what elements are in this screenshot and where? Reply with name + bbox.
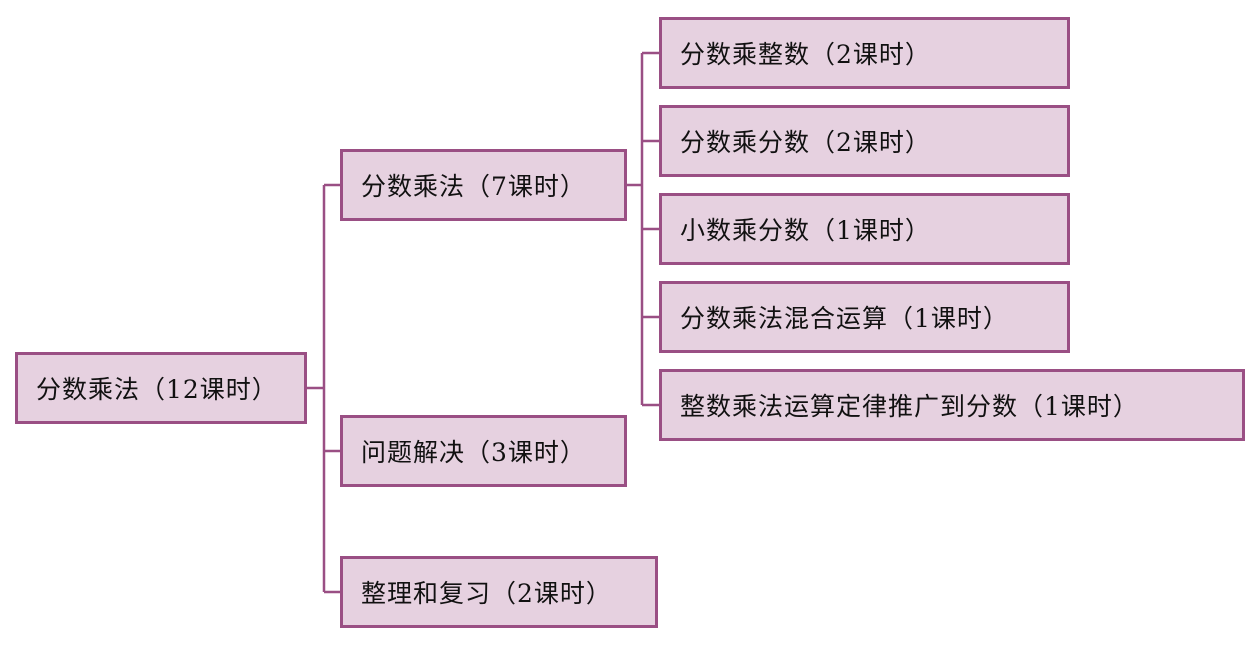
root-node: 分数乘法（12课时） bbox=[15, 352, 307, 424]
child-node-fraction-times-integer: 分数乘整数（2课时） bbox=[659, 17, 1070, 89]
branch-node-problem-solving: 问题解决（3课时） bbox=[340, 415, 627, 487]
child-node-fraction-times-fraction: 分数乘分数（2课时） bbox=[659, 105, 1070, 177]
branch-node-fraction-multiplication: 分数乘法（7课时） bbox=[340, 149, 627, 221]
branch-node-review: 整理和复习（2课时） bbox=[340, 556, 658, 628]
child-node-mixed-operations: 分数乘法混合运算（1课时） bbox=[659, 281, 1070, 353]
child-node-laws-extended: 整数乘法运算定律推广到分数（1课时） bbox=[659, 369, 1245, 441]
child-node-decimal-times-fraction: 小数乘分数（1课时） bbox=[659, 193, 1070, 265]
